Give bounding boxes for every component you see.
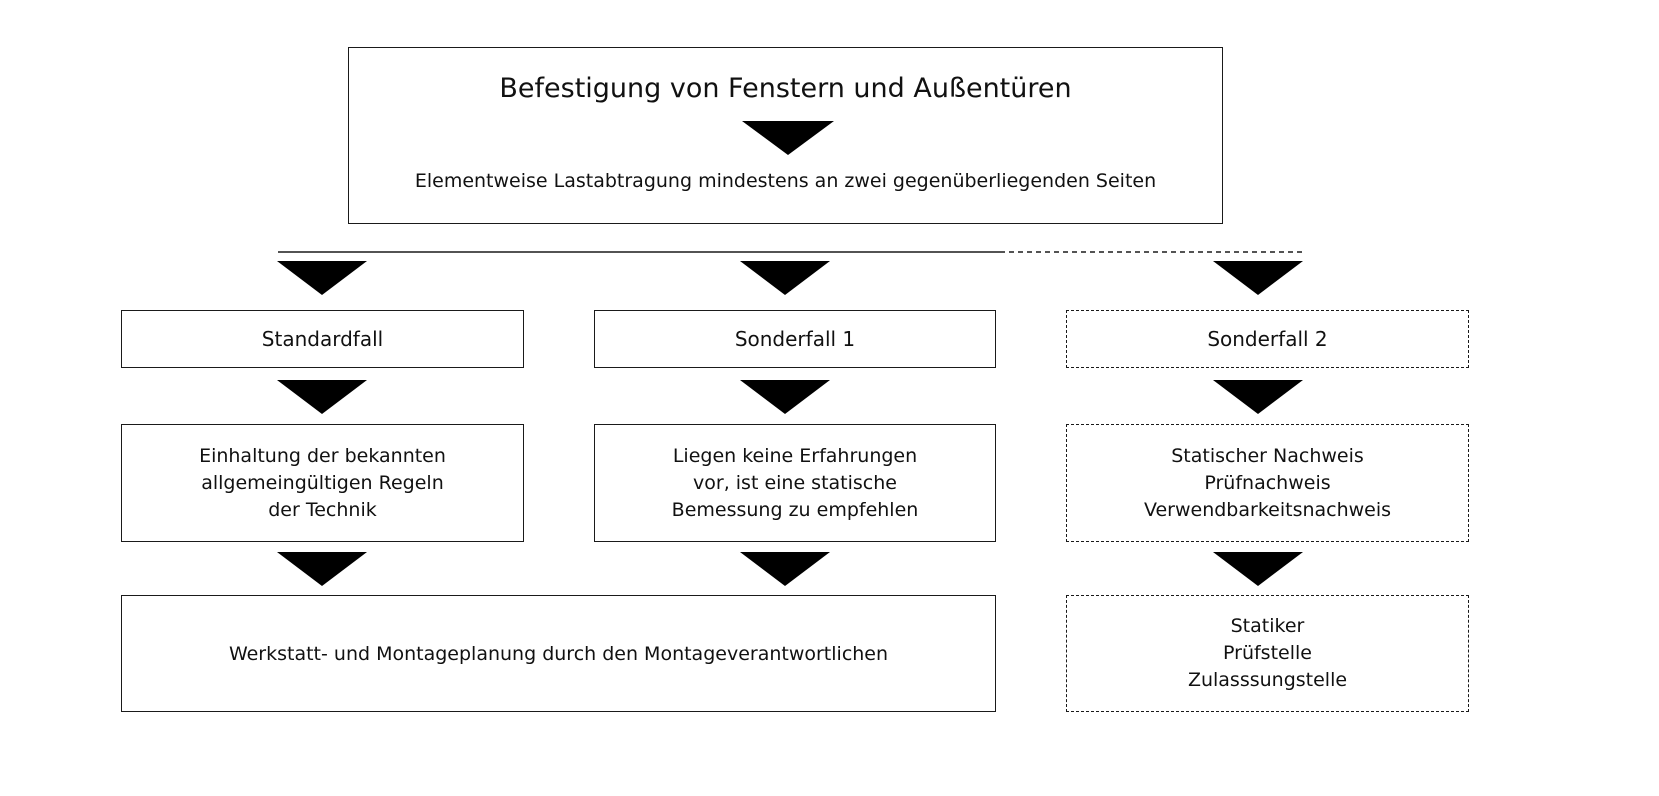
arrow-proof-to-authorities xyxy=(1213,552,1303,586)
special2-authority-box: Statiker Prüfstelle Zulasssungstelle xyxy=(1066,595,1469,712)
standard-rules-box: Einhaltung der bekannten allgemeingültig… xyxy=(121,424,524,542)
arrow-to-sonderfall-1 xyxy=(740,261,830,295)
standard-rules-line: allgemeingültigen Regeln xyxy=(201,471,444,494)
special2-authority-line: Zulasssungstelle xyxy=(1187,669,1348,691)
standardfall-label: Standardfall xyxy=(261,327,384,351)
special2-authority-line: Prüfstelle xyxy=(1223,642,1312,664)
arrow-to-sonderfall-2 xyxy=(1213,261,1303,295)
top-subtitle: Elementweise Lastabtragung mindestens an… xyxy=(414,170,1157,192)
planning-text: Werkstatt- und Montageplanung durch den … xyxy=(228,642,889,665)
top-box: Befestigung von Fenstern und Außentüren … xyxy=(348,47,1223,224)
top-inner-arrow xyxy=(742,121,834,155)
arrow-standardfall-to-rules xyxy=(277,380,367,414)
special1-rules-line: vor, ist eine statische xyxy=(693,471,897,494)
arrow-standard-to-planning xyxy=(277,552,367,586)
special2-proof-line: Verwendbarkeitsnachweis xyxy=(1143,498,1392,521)
arrow-to-standardfall xyxy=(277,261,367,295)
sonderfall-2-box: Sonderfall 2 xyxy=(1066,310,1469,368)
standardfall-box: Standardfall xyxy=(121,310,524,368)
arrow-sonderfall-2-to-proof xyxy=(1213,380,1303,414)
top-title: Befestigung von Fenstern und Außentüren xyxy=(499,73,1072,104)
sonderfall-1-label: Sonderfall 1 xyxy=(734,327,856,351)
special1-rules-line: Liegen keine Erfahrungen xyxy=(672,444,918,467)
special2-proof-line: Prüfnachweis xyxy=(1204,471,1331,494)
special1-rules-box: Liegen keine Erfahrungen vor, ist eine s… xyxy=(594,424,996,542)
special2-proof-box: Statischer Nachweis Prüfnachweis Verwend… xyxy=(1066,424,1469,542)
sonderfall-1-box: Sonderfall 1 xyxy=(594,310,996,368)
standard-rules-line: der Technik xyxy=(268,498,377,521)
sonderfall-2-label: Sonderfall 2 xyxy=(1207,327,1328,351)
special2-authority-line: Statiker xyxy=(1230,615,1305,637)
planning-box: Werkstatt- und Montageplanung durch den … xyxy=(121,595,996,712)
arrow-sonderfall-1-to-rules xyxy=(740,380,830,414)
special1-rules-line: Bemessung zu empfehlen xyxy=(671,498,919,521)
special2-proof-line: Statischer Nachweis xyxy=(1171,444,1364,467)
standard-rules-line: Einhaltung der bekannten xyxy=(199,444,446,467)
arrow-special1-to-planning xyxy=(740,552,830,586)
